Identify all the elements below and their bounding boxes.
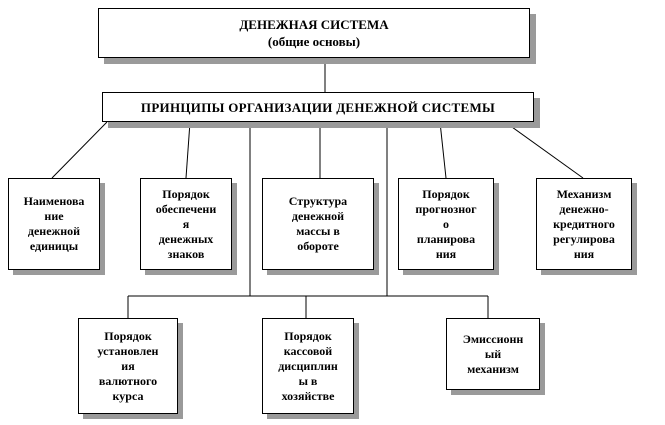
connector-principles-box4 (439, 121, 447, 179)
box-line: установлен (97, 343, 159, 358)
box-backing-order: Порядок обеспечени я денежных знаков (140, 178, 232, 270)
box-line: механизм (467, 361, 519, 376)
box-money-supply-structure: Структура денежной массы в обороте (262, 178, 374, 270)
box-line: ния (435, 246, 457, 261)
box-forecast-planning: Порядок прогнозног о планирова ния (398, 178, 494, 270)
box-line: обеспечени (155, 201, 217, 216)
box-line: Порядок (422, 186, 470, 201)
title-line1: ДЕНЕЖНАЯ СИСТЕМА (239, 17, 389, 32)
box-monetary-regulation: Механизм денежно- кредитного регулирова … (536, 178, 632, 270)
box-line: хозяйстве (281, 388, 335, 403)
box-line: массы в (296, 224, 340, 238)
box-line: денежной (291, 209, 345, 223)
box-line: о (443, 216, 449, 231)
box-line: ние (44, 209, 64, 223)
box-emission-mechanism: Эмиссионн ый механизм (446, 318, 540, 390)
box-line: ый (484, 346, 502, 361)
box-line: Наименова (23, 194, 85, 208)
box-line: денежно- (559, 201, 609, 216)
box-line: ния (573, 246, 595, 261)
box-line: планирова (416, 231, 476, 246)
principles-label: ПРИНЦИПЫ ОРГАНИЗАЦИИ ДЕНЕЖНОЙ СИСТЕМЫ (140, 99, 496, 115)
box-line: Порядок (104, 328, 152, 343)
box-line: курса (112, 388, 144, 403)
box-line: знаков (167, 246, 205, 261)
box-line: кассовой (283, 343, 333, 358)
box-line: ия (121, 358, 135, 373)
box-line: валютного (98, 373, 158, 388)
box-line: обороте (297, 239, 339, 253)
box-line: прогнозног (415, 201, 477, 216)
box-line: дисциплин (278, 358, 338, 373)
box-line: Механизм (556, 186, 612, 201)
principles-box: ПРИНЦИПЫ ОРГАНИЗАЦИИ ДЕНЕЖНОЙ СИСТЕМЫ (102, 92, 534, 122)
box-line: кредитного (553, 216, 615, 231)
box-line: Порядок (284, 328, 332, 343)
box-line: Порядок (162, 186, 210, 201)
connector-principles-box2 (185, 121, 191, 179)
box-exchange-rate-order: Порядок установлен ия валютного курса (78, 318, 178, 414)
box-line: денежной (27, 224, 81, 238)
connector-principles-box1 (51, 121, 108, 179)
box-line: единицы (29, 239, 79, 253)
box-line: Структура (288, 194, 348, 208)
box-line: ы в (298, 373, 318, 388)
title-box: ДЕНЕЖНАЯ СИСТЕМА (общие основы) (98, 8, 530, 58)
title-line2: (общие основы) (267, 34, 361, 49)
box-line: я (182, 216, 190, 231)
box-line: денежных (158, 231, 214, 246)
box-cash-discipline: Порядок кассовой дисциплин ы в хозяйстве (262, 318, 354, 414)
connector-principles-box5 (504, 121, 584, 179)
box-currency-name: Наименова ние денежной единицы (8, 178, 100, 270)
box-line: регулирова (553, 231, 615, 246)
box-line: Эмиссионн (462, 331, 524, 346)
